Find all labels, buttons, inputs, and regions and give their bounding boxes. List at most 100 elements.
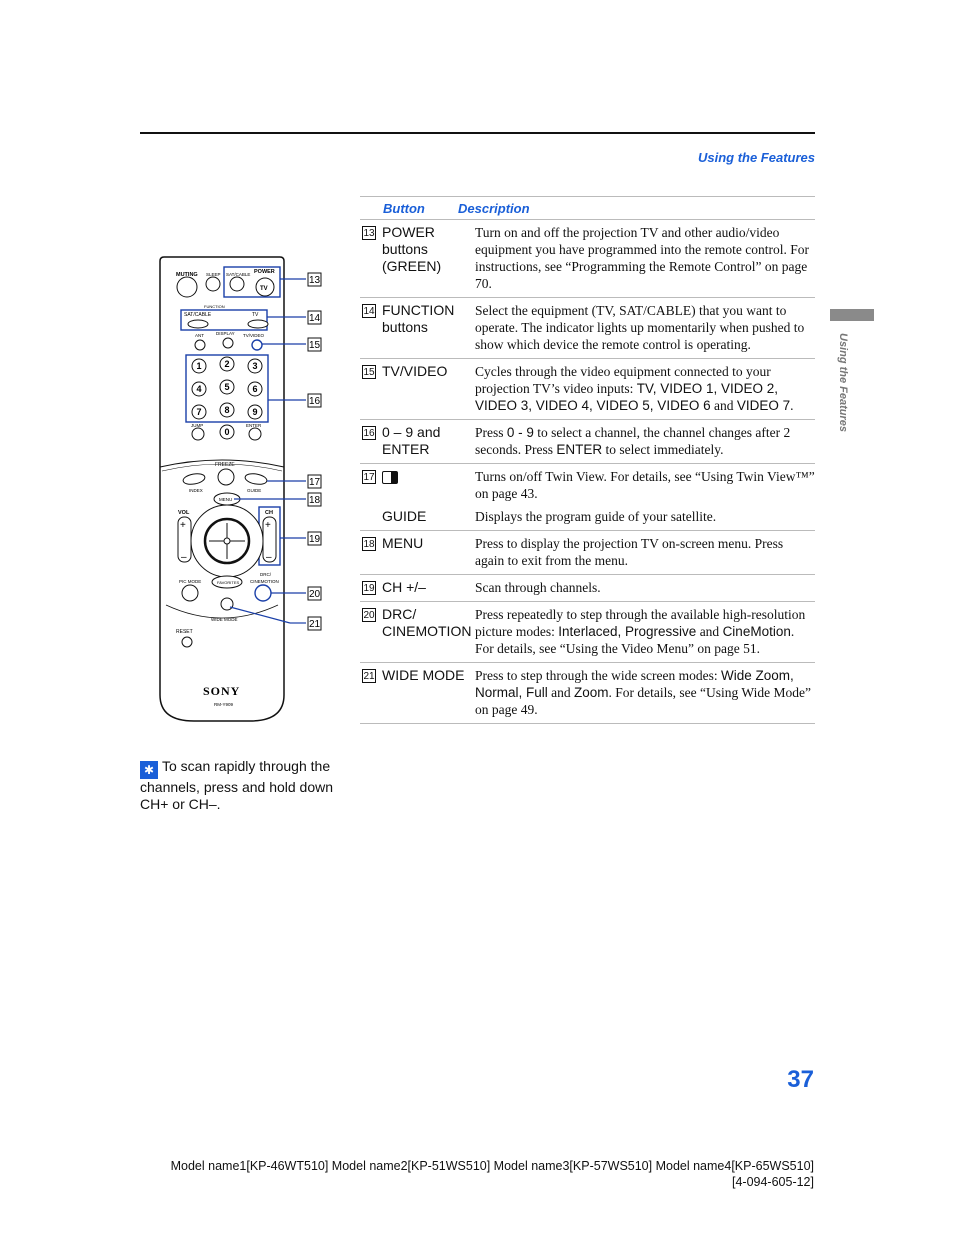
label-ch: CH <box>265 510 273 516</box>
row-button: POWER buttons (GREEN) <box>382 224 442 274</box>
header-button: Button <box>383 200 425 216</box>
side-tab-label: Using the Features <box>837 333 849 433</box>
label-enter: ENTER <box>246 423 262 428</box>
label-ch-plus: + <box>265 520 271 531</box>
label-ant: ANT <box>195 333 204 338</box>
label-vol-plus: + <box>180 520 186 531</box>
table-row: 13 POWER buttons (GREEN) Turn on and off… <box>360 220 815 298</box>
table-row: 21 WIDE MODE Press to step through the w… <box>360 663 815 724</box>
digit-label: 6 <box>252 384 257 394</box>
row-number: 20 <box>362 608 376 622</box>
digit-label: 8 <box>224 405 229 415</box>
digit-button <box>191 381 207 397</box>
footer-code: [4-094-605-12] <box>731 1175 814 1189</box>
label-reset: RESET <box>176 629 193 635</box>
label-tv-video: TV/VIDEO <box>243 333 265 338</box>
label-favorites: FAVORITES <box>217 580 239 585</box>
row-number <box>362 510 376 524</box>
callout-number: 17 <box>309 477 321 488</box>
digit-button <box>219 379 235 395</box>
tip-text: To scan rapidly through the channels, pr… <box>140 758 334 812</box>
side-tab-bar <box>830 309 874 321</box>
brand-logo: SONY <box>203 684 240 698</box>
row-description: Press to display the projection TV on-sc… <box>475 536 784 568</box>
label-tv-power: TV <box>260 286 268 292</box>
label-index: INDEX <box>189 488 203 493</box>
digit-label: 2 <box>224 359 229 369</box>
digit-label: 7 <box>196 407 201 417</box>
row-number: 17 <box>362 470 376 484</box>
label-tv-function: TV <box>252 312 259 318</box>
row-number: 19 <box>362 581 376 595</box>
digit-button <box>219 424 235 440</box>
row-button: 0 – 9 and ENTER <box>382 424 441 457</box>
digit-button <box>247 358 263 374</box>
label-jump: JUMP <box>191 423 203 428</box>
callout-box <box>307 393 322 408</box>
table-row: 20 DRC/ CINEMOTION Press repeatedly to s… <box>360 602 815 663</box>
table-row: 18 MENU Press to display the projection … <box>360 531 815 575</box>
digit-label: 5 <box>224 382 229 392</box>
row-description: Press to step through the wide screen mo… <box>475 668 811 717</box>
label-freeze: FREEZE <box>215 462 235 468</box>
row-description: Cycles through the video equipment conne… <box>475 364 794 413</box>
label-sat-cable-top: SAT/CABLE <box>226 272 250 277</box>
label-pic-mode: PIC MODE <box>179 579 201 584</box>
digit-label: 3 <box>252 361 257 371</box>
row-button: TV/VIDEO <box>382 363 448 379</box>
header-description: Description <box>458 200 530 216</box>
tip-note: ✱To scan rapidly through the channels, p… <box>140 758 340 813</box>
callout-box <box>307 531 322 546</box>
callout-box <box>307 616 322 631</box>
footer: Model name1[KP-46WT510] Model name2[KP-5… <box>171 1158 814 1190</box>
button-description-table: Button Description 13 POWER buttons (GRE… <box>360 196 815 724</box>
label-guide: GUIDE <box>247 488 261 493</box>
row-description: Press repeatedly to step through the ava… <box>475 607 806 656</box>
row-number: 14 <box>362 304 376 318</box>
row-number: 16 <box>362 426 376 440</box>
label-vol: VOL <box>178 510 190 516</box>
label-ch-minus: – <box>266 552 272 563</box>
section-header: Using the Features <box>697 150 815 165</box>
label-power: POWER <box>254 269 275 275</box>
digit-label: 0 <box>224 427 229 437</box>
label-function: FUNCTION <box>204 304 225 309</box>
row-description: Turn on and off the projection TV and ot… <box>475 225 810 291</box>
callout-box <box>307 474 322 489</box>
table-row: 15 TV/VIDEO Cycles through the video equ… <box>360 359 815 420</box>
digit-button <box>247 404 263 420</box>
row-button: MENU <box>382 535 424 551</box>
digit-label: 1 <box>196 361 201 371</box>
label-model: RM-Y909 <box>214 702 234 707</box>
label-wide-mode: WIDE MODE <box>211 617 238 622</box>
callout-number: 14 <box>309 313 321 324</box>
row-description: Select the equipment (TV, SAT/CABLE) tha… <box>475 303 805 352</box>
digit-label: 4 <box>196 384 201 394</box>
row-description: Press 0 - 9 to select a channel, the cha… <box>475 425 791 457</box>
footer-models: Model name1[KP-46WT510] Model name2[KP-5… <box>170 1159 814 1173</box>
digit-button <box>191 358 207 374</box>
twin-view-icon <box>382 470 398 484</box>
row-button: GUIDE <box>382 508 427 524</box>
table-row: 17 Turns on/off Twin View. For details, … <box>360 464 815 504</box>
row-button <box>376 468 475 502</box>
callout-number: 19 <box>309 534 321 545</box>
table-row: 16 0 – 9 and ENTER Press 0 - 9 to select… <box>360 420 815 464</box>
row-description: Displays the program guide of your satel… <box>475 509 717 524</box>
row-number: 15 <box>362 365 376 379</box>
callout-number: 21 <box>309 619 321 630</box>
digit-button <box>191 404 207 420</box>
callout-box <box>307 272 322 287</box>
top-rule <box>140 132 815 134</box>
label-muting: MUTING <box>176 272 198 278</box>
digit-button <box>247 381 263 397</box>
callout-box <box>307 310 322 325</box>
remote-control-illustration: MUTING SLEEP SAT/CABLE POWER TV FUNCTION… <box>150 255 345 725</box>
row-description: Turns on/off Twin View. For details, see… <box>475 469 815 501</box>
page-number: 37 <box>787 1066 814 1093</box>
table-row: 14 FUNCTION buttons Select the equipment… <box>360 298 815 359</box>
lightbulb-icon: ✱ <box>140 761 158 779</box>
label-display: DISPLAY <box>216 331 235 336</box>
digit-label: 9 <box>252 407 257 417</box>
callout-box <box>307 586 322 601</box>
